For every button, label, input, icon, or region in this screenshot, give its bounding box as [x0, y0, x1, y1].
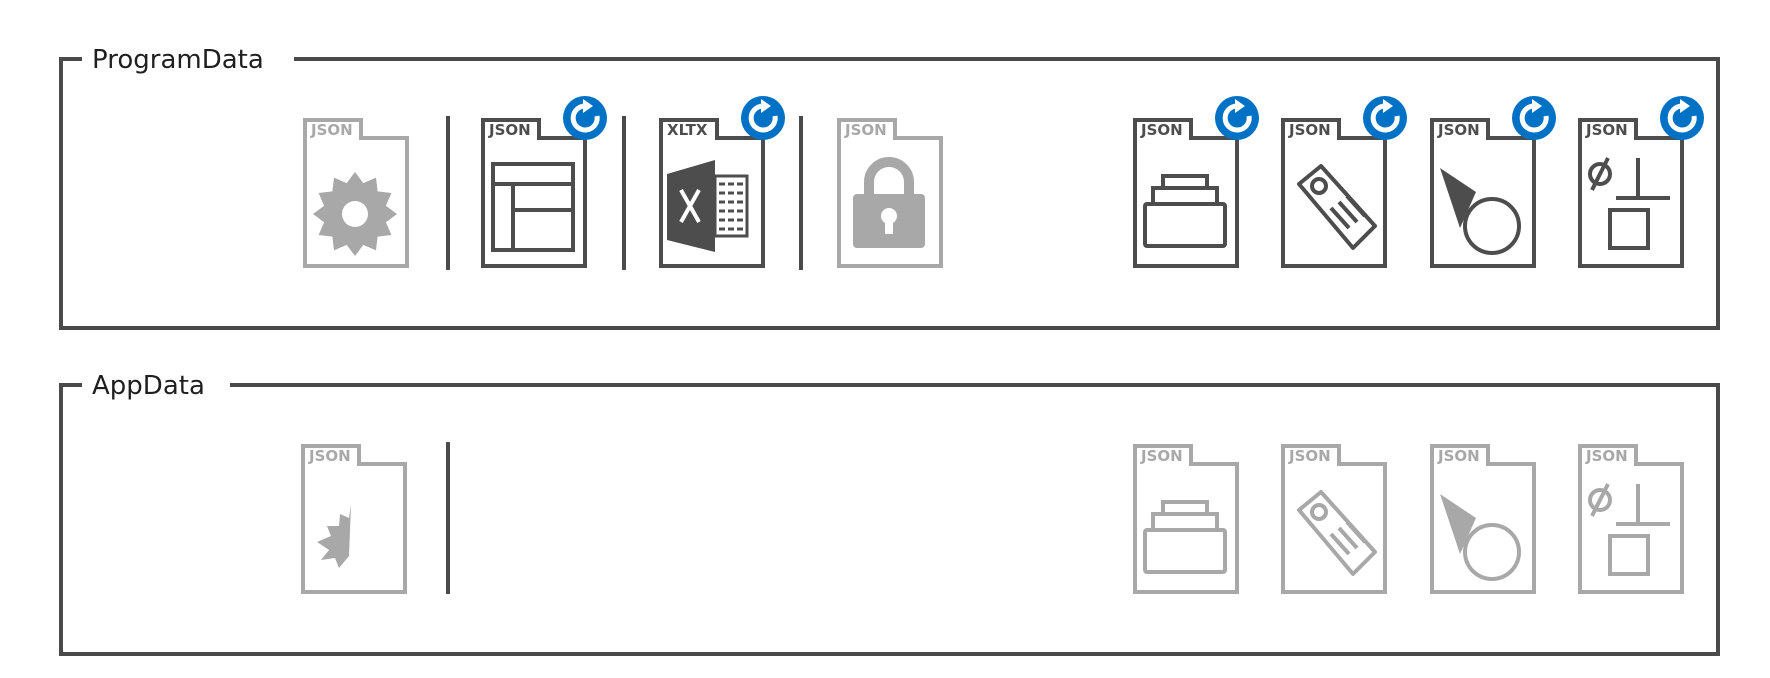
file-tray: JSON [1133, 96, 1259, 268]
group-frame [59, 383, 1720, 656]
group-appdata: AppData JSON JSON JSON JSON JSON [59, 371, 1720, 656]
file-symbol: JSON [1578, 96, 1704, 268]
lock-icon [853, 157, 925, 248]
file-symbol: JSON [1578, 444, 1684, 594]
group-programdata: ProgramData JSON JSON XLTX JSON JSON JSON JSON… [59, 45, 1720, 330]
sync-icon [741, 96, 785, 140]
file-tray: JSON [1133, 444, 1239, 594]
gear-icon [313, 172, 397, 256]
symbol-icon [1588, 157, 1670, 250]
sync-icon [563, 96, 607, 140]
document-outline [1578, 118, 1684, 268]
file-partial-gear: JSON [301, 444, 407, 594]
sync-icon [1660, 96, 1704, 140]
file-type-label: JSON [1585, 447, 1628, 465]
file-type-label: JSON [1288, 121, 1331, 139]
document-outline [303, 118, 409, 268]
file-tag: JSON [1281, 96, 1407, 268]
sync-icon [1363, 96, 1407, 140]
file-type-label: JSON [1288, 447, 1331, 465]
file-layout: JSON [481, 96, 607, 268]
pipe-fitting-icon [1440, 494, 1521, 581]
file-type-label: JSON [844, 121, 887, 139]
document-outline [1281, 118, 1387, 268]
sync-icon [1512, 96, 1556, 140]
document-outline [1133, 444, 1239, 594]
tray-icon [1143, 174, 1227, 248]
document-outline [1578, 444, 1684, 594]
file-pipe-fitting: JSON [1430, 96, 1556, 268]
group-title: ProgramData [92, 45, 264, 75]
file-type-label: JSON [1437, 447, 1480, 465]
file-type-label: JSON [1140, 447, 1183, 465]
file-type-label: JSON [1140, 121, 1183, 139]
tag-icon [1297, 164, 1377, 250]
file-type-label: JSON [488, 121, 531, 139]
file-type-label: JSON [1437, 121, 1480, 139]
document-outline [837, 118, 943, 268]
document-outline [301, 444, 407, 594]
file-type-label: JSON [310, 121, 353, 139]
symbol-icon [1588, 483, 1670, 576]
file-type-label: XLTX [667, 121, 708, 139]
sync-icon [1215, 96, 1259, 140]
file-gear: JSON [303, 118, 409, 268]
file-type-label: JSON [1585, 121, 1628, 139]
file-excel: XLTX [659, 96, 785, 268]
partial-gear-icon [317, 504, 351, 568]
group-frame [59, 57, 1720, 330]
layout-icon [491, 162, 575, 252]
document-outline [1430, 444, 1536, 594]
file-lock: JSON [837, 118, 943, 268]
file-pipe-fitting: JSON [1430, 444, 1536, 594]
group-title: AppData [92, 371, 205, 401]
document-outline [1281, 444, 1387, 594]
tag-icon [1297, 490, 1377, 576]
tray-icon [1143, 500, 1227, 574]
file-tag: JSON [1281, 444, 1387, 594]
excel-icon [667, 160, 749, 252]
file-type-label: JSON [308, 447, 351, 465]
pipe-fitting-icon [1440, 168, 1521, 255]
document-outline [481, 118, 587, 268]
